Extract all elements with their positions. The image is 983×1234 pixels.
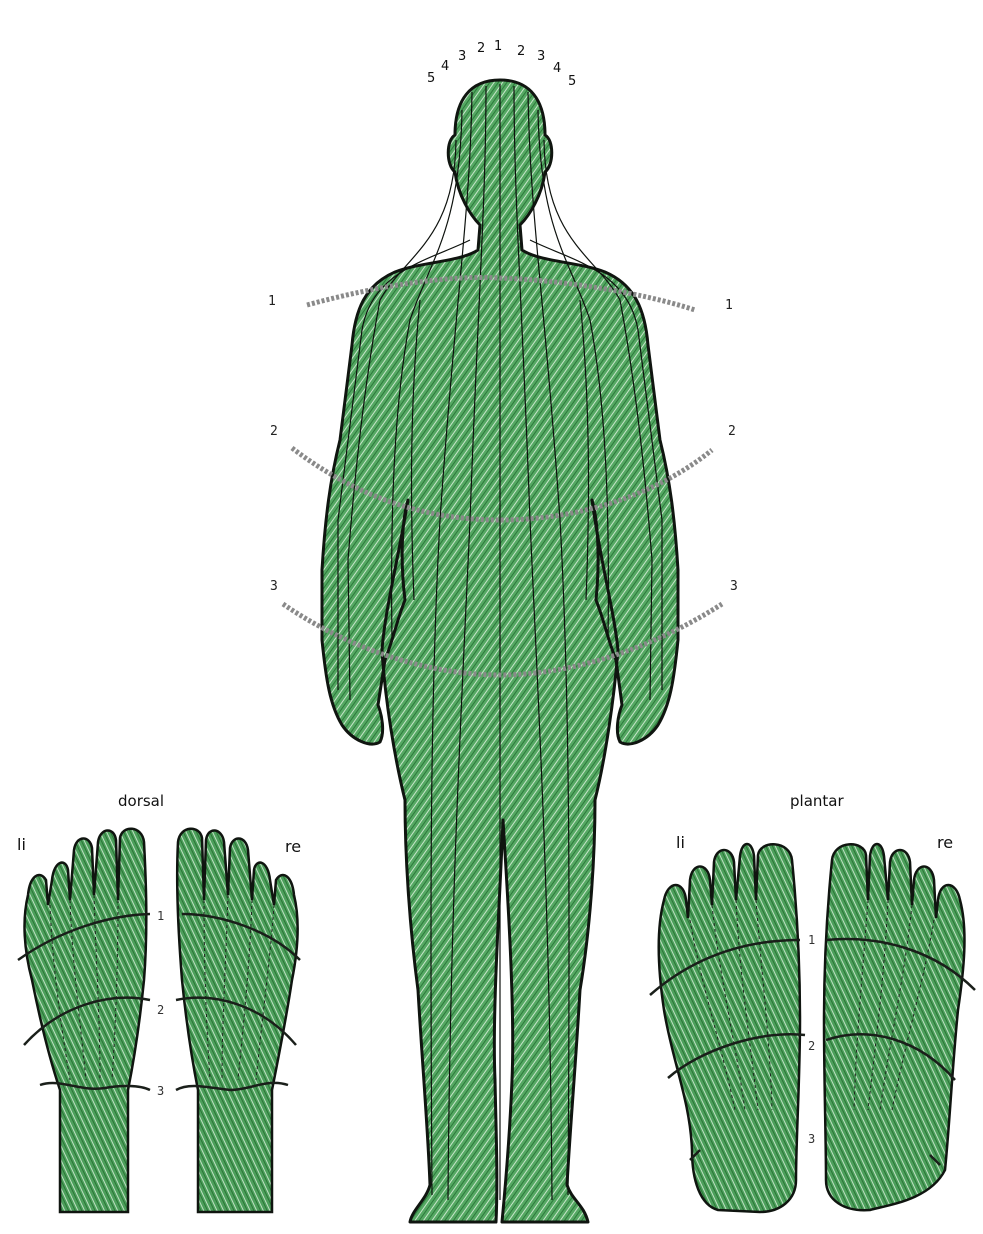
meridian-number-left-5: 5 [427,71,435,86]
dorsal-zone-label-2: 2 [157,1003,164,1017]
meridian-number-right-2: 2 [517,44,525,59]
meridian-number-left-3: 3 [458,49,466,64]
dorsal-zone-label-1: 1 [157,909,164,923]
dorsal-zone-label-3: 3 [157,1084,164,1098]
plantar-right-foot [824,844,964,1210]
dorsal-feet: dorsal li re [17,792,301,1212]
plantar-left-foot [659,844,800,1212]
plantar-feet: plantar li re [650,792,975,1212]
dorsal-right-foot [177,829,297,1212]
plantar-left-label: li [676,833,685,852]
plantar-right-label: re [937,833,953,852]
zone-label-left-2: 2 [270,424,278,439]
plantar-zone-labels: 1 2 3 [808,933,815,1146]
meridian-number-right-4: 4 [553,61,561,76]
dorsal-left-label: li [17,835,26,854]
dorsal-caption: dorsal [118,792,164,810]
plantar-caption: plantar [790,792,844,810]
meridian-number-left-2: 2 [477,41,485,56]
body-figure: 5 4 3 2 1 2 3 4 5 1 2 3 1 2 3 [268,39,738,1222]
meridian-number-right-3: 3 [537,49,545,64]
plantar-zone-label-1: 1 [808,933,815,947]
zone-label-right-3: 3 [730,579,738,594]
zone-label-left-3: 3 [270,579,278,594]
meridian-number-left-4: 4 [441,59,449,74]
dorsal-right-label: re [285,837,301,856]
meridian-number-1: 1 [494,39,502,54]
dorsal-zone-labels: 1 2 3 [157,909,164,1098]
plantar-zone-label-2: 2 [808,1039,815,1053]
meridian-number-right-5: 5 [568,74,576,89]
zone-label-right-1: 1 [725,298,733,313]
zone-label-right-2: 2 [728,424,736,439]
zone-label-left-1: 1 [268,294,276,309]
plantar-zone-label-3: 3 [808,1132,815,1146]
dorsal-left-foot [25,829,147,1212]
